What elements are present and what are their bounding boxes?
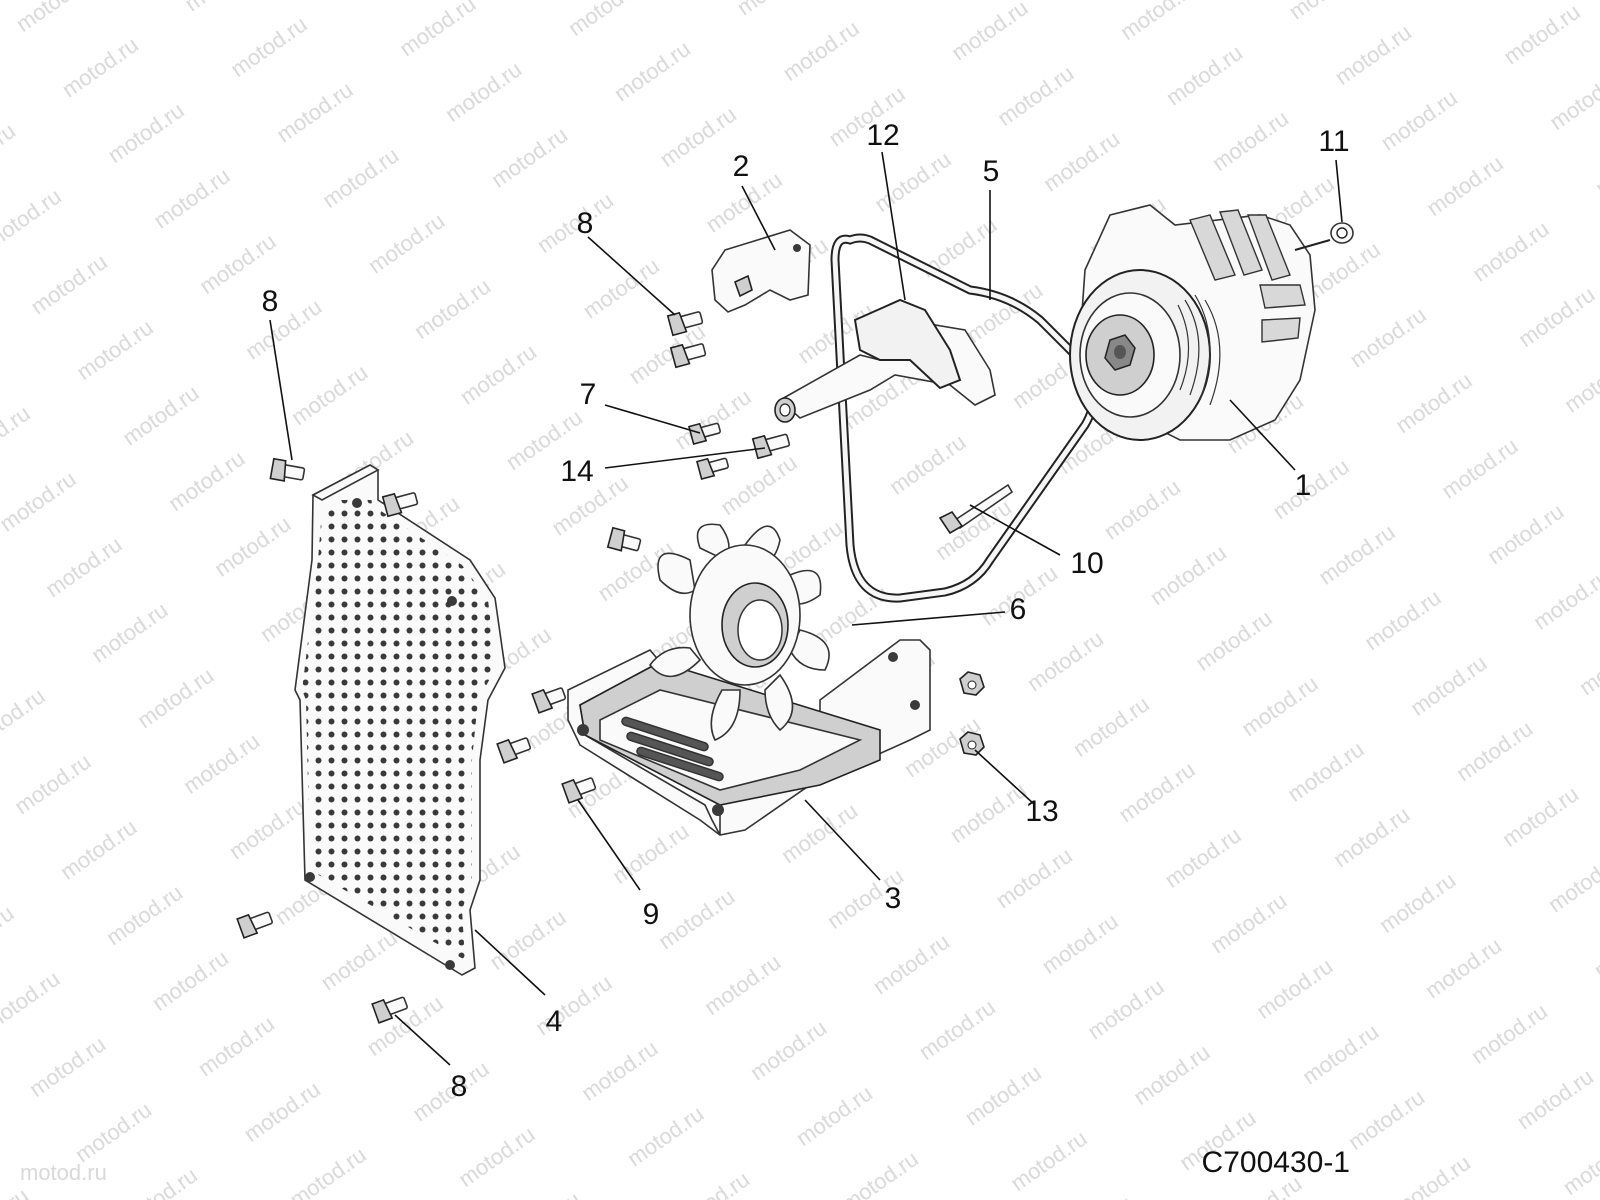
callout-9: 9 [643, 898, 660, 931]
leader-14 [604, 447, 766, 469]
bolt-7 [687, 422, 721, 446]
alternator-bracket-plate [711, 229, 811, 313]
drive-belt [830, 233, 1099, 603]
fastener-bolts [236, 311, 985, 1024]
callout-7: 7 [580, 378, 597, 411]
bolt-bracket-left-a [531, 687, 567, 714]
bolt-8-shield-top [381, 492, 419, 518]
leader-2 [741, 185, 776, 251]
callout-8-bottom: 8 [451, 1070, 468, 1103]
bolt-8-bottom [371, 996, 408, 1024]
bolt-14-lower [695, 457, 729, 481]
callout-6: 6 [1010, 593, 1027, 626]
callout-labels: 1 2 3 4 5 6 7 8 8 8 9 10 11 12 13 14 [262, 119, 1350, 1103]
callout-4: 4 [546, 1005, 563, 1038]
callout-13: 13 [1025, 795, 1058, 828]
leader-13 [974, 749, 1036, 806]
leader-9 [577, 799, 641, 891]
bolt-8-lower-left [236, 911, 273, 939]
leader-3 [804, 799, 881, 881]
callout-8-upper: 8 [577, 207, 594, 240]
leader-8-bottom [394, 1014, 451, 1066]
leader-4 [474, 929, 546, 996]
callout-5: 5 [983, 155, 1000, 188]
bolt-14 [751, 433, 791, 460]
callout-14: 14 [560, 455, 593, 488]
bolt-8-upper-left [269, 457, 306, 482]
perforated-shield [294, 464, 506, 976]
leader-lines [269, 151, 1343, 1066]
leader-8-left [269, 319, 293, 461]
alternator [1069, 204, 1331, 441]
bolt-8-mid-b [669, 343, 707, 369]
bolt-bracket-left-b [496, 737, 532, 764]
cooling-fan [648, 523, 830, 742]
leader-11 [1335, 159, 1343, 223]
callout-2: 2 [733, 150, 750, 183]
flange-nut-13-lower [959, 731, 985, 756]
leader-6 [851, 611, 1006, 626]
long-bolt [938, 483, 1014, 535]
leader-1 [1229, 399, 1296, 471]
callout-12: 12 [866, 119, 899, 152]
leader-7 [604, 404, 701, 434]
alternator-mounting-arm [774, 298, 996, 423]
bolt-9 [561, 777, 597, 804]
bolt-8-mid-a [666, 311, 704, 337]
leader-8-upper [587, 236, 676, 316]
leader-12 [881, 151, 906, 301]
figure-code: C700430-1 [1201, 1146, 1350, 1179]
callout-10: 10 [1070, 547, 1103, 580]
callout-11: 11 [1318, 125, 1349, 158]
callout-1: 1 [1295, 469, 1312, 502]
fan-bracket [567, 639, 931, 836]
watermark-text: motod.ru [20, 1160, 107, 1185]
callout-3: 3 [885, 882, 902, 915]
nut [1330, 222, 1354, 244]
leader-10 [969, 504, 1061, 556]
callout-8-left: 8 [262, 285, 279, 318]
flange-nut-13-upper [959, 671, 985, 696]
bolt-fan-top [606, 526, 642, 552]
